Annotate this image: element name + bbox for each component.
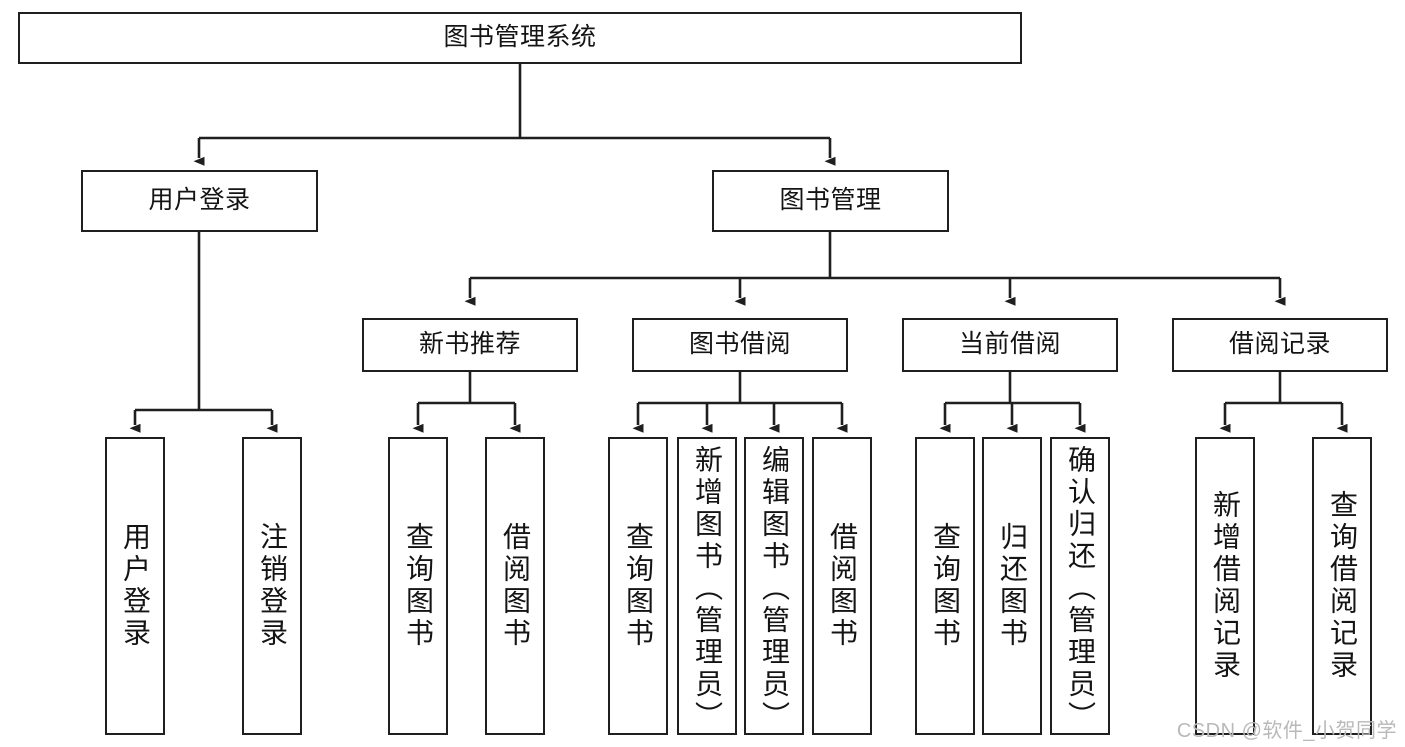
node-borrow-record[interactable]: 借阅记录 bbox=[1172, 318, 1388, 372]
node-current-borrow-label: 当前借阅 bbox=[958, 330, 1061, 359]
leaf-return-book-label: 归还图书 bbox=[997, 522, 1028, 650]
node-new-book-recommend[interactable]: 新书推荐 bbox=[362, 318, 578, 372]
node-borrow-record-label: 借阅记录 bbox=[1228, 330, 1331, 359]
leaf-logout-label: 注销登录 bbox=[257, 522, 288, 650]
node-user-login[interactable]: 用户登录 bbox=[81, 170, 318, 232]
leaf-logout[interactable]: 注销登录 bbox=[242, 437, 302, 735]
leaf-edit-book-admin-label: 编辑图书（管理员） bbox=[759, 445, 790, 733]
leaf-query-borrow-record[interactable]: 查询借阅记录 bbox=[1312, 437, 1372, 735]
leaf-return-book[interactable]: 归还图书 bbox=[982, 437, 1042, 735]
node-book-borrow[interactable]: 图书借阅 bbox=[632, 318, 848, 372]
leaf-add-book-admin[interactable]: 新增图书（管理员） bbox=[677, 437, 737, 735]
leaf-query-book-borrow-label: 查询图书 bbox=[623, 522, 654, 650]
leaf-query-book-current[interactable]: 查询图书 bbox=[915, 437, 975, 735]
leaf-borrow-book-rec[interactable]: 借阅图书 bbox=[485, 437, 545, 735]
node-root[interactable]: 图书管理系统 bbox=[18, 12, 1022, 64]
leaf-query-borrow-record-label: 查询借阅记录 bbox=[1327, 490, 1358, 682]
leaf-confirm-return-admin[interactable]: 确认归还（管理员） bbox=[1050, 437, 1110, 735]
node-book-management[interactable]: 图书管理 bbox=[712, 170, 949, 232]
leaf-add-book-admin-label: 新增图书（管理员） bbox=[692, 445, 723, 733]
node-user-login-label: 用户登录 bbox=[148, 186, 251, 215]
leaf-edit-book-admin[interactable]: 编辑图书（管理员） bbox=[744, 437, 804, 735]
node-book-management-label: 图书管理 bbox=[779, 186, 882, 215]
leaf-confirm-return-admin-label: 确认归还（管理员） bbox=[1065, 445, 1096, 733]
leaf-add-borrow-record-label: 新增借阅记录 bbox=[1210, 490, 1241, 682]
node-new-book-recommend-label: 新书推荐 bbox=[418, 330, 521, 359]
leaf-add-borrow-record[interactable]: 新增借阅记录 bbox=[1195, 437, 1255, 735]
leaf-user-login-label: 用户登录 bbox=[120, 522, 151, 650]
node-book-borrow-label: 图书借阅 bbox=[688, 330, 791, 359]
leaf-borrow-book[interactable]: 借阅图书 bbox=[812, 437, 872, 735]
leaf-query-book-rec-label: 查询图书 bbox=[403, 522, 434, 650]
leaf-borrow-book-rec-label: 借阅图书 bbox=[500, 522, 531, 650]
leaf-query-book-borrow[interactable]: 查询图书 bbox=[608, 437, 668, 735]
node-current-borrow[interactable]: 当前借阅 bbox=[902, 318, 1118, 372]
leaf-query-book-current-label: 查询图书 bbox=[930, 522, 961, 650]
leaf-user-login[interactable]: 用户登录 bbox=[105, 437, 165, 735]
node-root-label: 图书管理系统 bbox=[443, 23, 597, 52]
leaf-borrow-book-label: 借阅图书 bbox=[827, 522, 858, 650]
leaf-query-book-rec[interactable]: 查询图书 bbox=[388, 437, 448, 735]
watermark-text: CSDN @软件_小贺同学 bbox=[1176, 720, 1397, 742]
